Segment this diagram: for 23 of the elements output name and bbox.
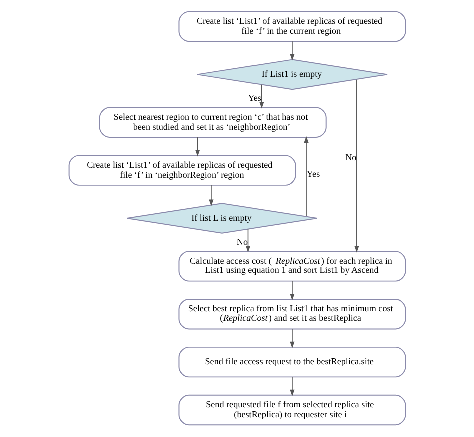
node-box: Calculate access cost (ReplicaCost) for each replica in List1 using equation 1 and sort List1 by Ascend xyxy=(178,251,406,282)
arrow xyxy=(195,137,200,157)
arrow xyxy=(290,376,294,396)
edge-label: Yes xyxy=(248,92,261,103)
arrow xyxy=(290,41,294,61)
arrow xyxy=(290,280,294,301)
arrow xyxy=(259,84,264,109)
arrow xyxy=(304,136,308,217)
arrow xyxy=(290,328,294,348)
edge-label: Yes xyxy=(306,168,320,179)
arrow xyxy=(245,228,250,253)
edge-label: No xyxy=(236,237,248,248)
node-box: Send file access request to the bestReplica.site xyxy=(178,346,406,378)
node-box: Select best replica from list List1 that has minimum cost (ReplicaCost) and set it as bestReplica xyxy=(178,299,406,330)
node-box: Create list ‘List1’ of available replicas of requested file ‘f’ in the current region xyxy=(178,11,406,42)
node-box: Select nearest region to current region ‘c’ that has not been studied and set it as ‘neighborRegion’ xyxy=(98,107,326,138)
edge-label: No xyxy=(345,152,356,163)
node-diamond: If list L is empty xyxy=(126,203,318,234)
node-diamond: If List1 is empty xyxy=(196,59,388,90)
arrow xyxy=(354,79,359,253)
arrow xyxy=(208,185,214,206)
node-box: Send requested file f from selected replica site (bestReplica) to requester site i xyxy=(178,394,406,426)
node-box: Create list ‘List1’ of available replicas of requested file ‘f’ in ‘neighborRegion’ region xyxy=(68,155,296,186)
